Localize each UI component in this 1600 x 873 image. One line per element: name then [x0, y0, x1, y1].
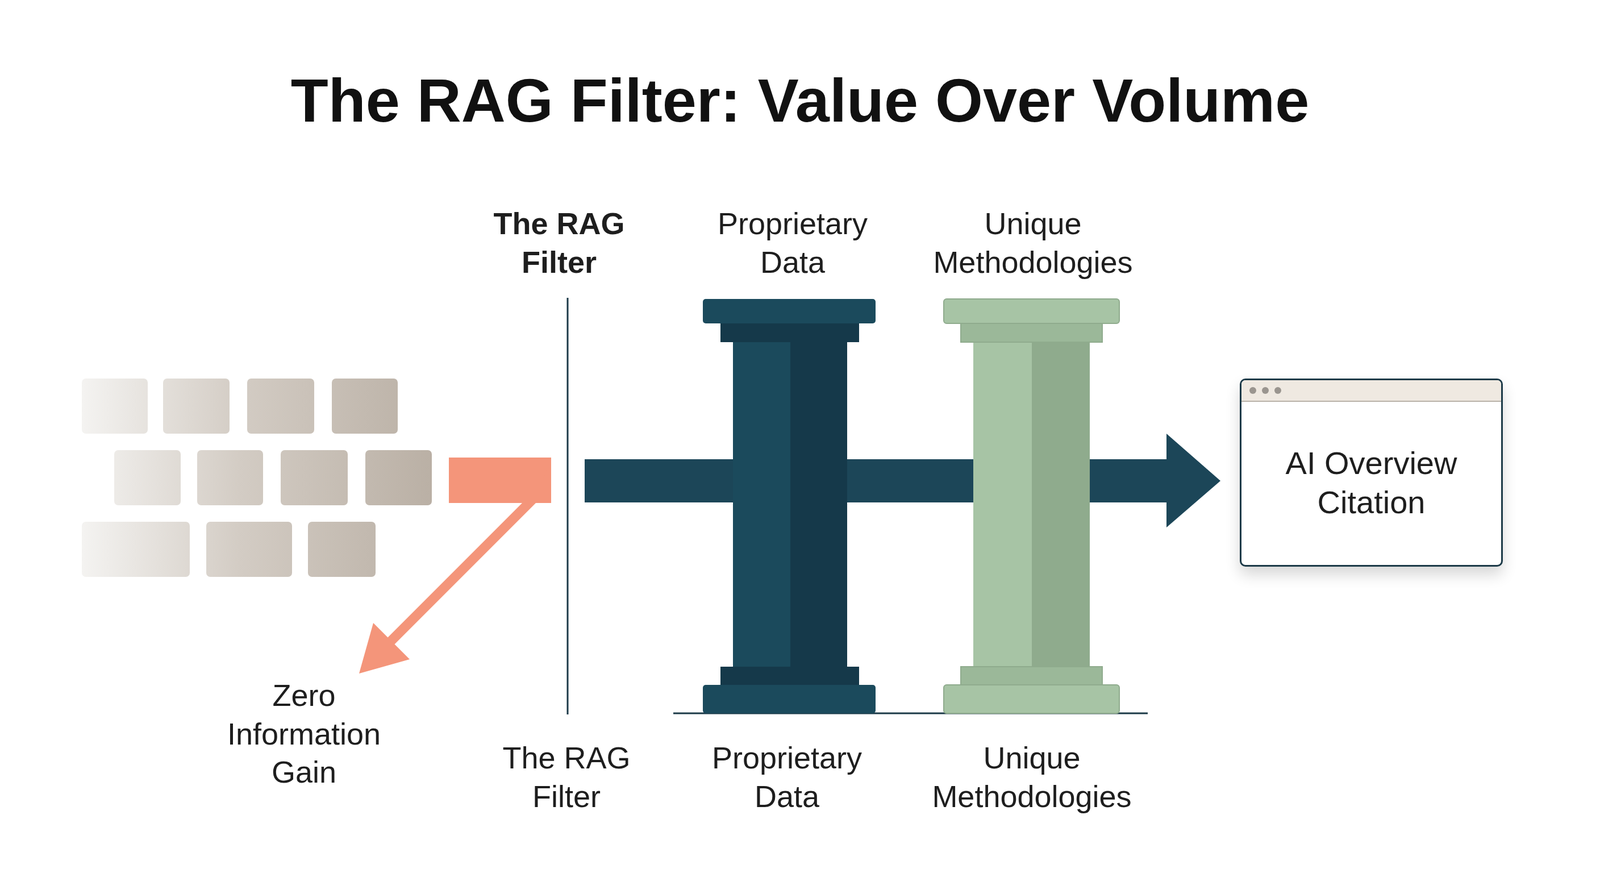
methodology-pillar — [943, 298, 1120, 714]
stage-label: Unique Methodologies — [912, 738, 1152, 816]
stage-label: Proprietary Data — [690, 738, 884, 816]
proprietary-pillar — [702, 298, 876, 714]
window-dot — [1274, 386, 1282, 394]
stage-label: The RAG Filter — [484, 738, 649, 816]
pass-arrow — [584, 433, 1221, 528]
stage-label: The RAG Filter — [476, 204, 642, 282]
rejection-label: Zero Information Gain — [210, 676, 398, 792]
window-dot — [1261, 386, 1269, 394]
rejection-arrow — [359, 457, 552, 674]
filter-line — [567, 297, 569, 715]
stage-label: Proprietary Data — [696, 204, 890, 282]
node-text: AI Overview Citation — [1241, 443, 1502, 522]
brick-wall — [81, 378, 432, 577]
node-body: AI Overview Citation — [1241, 400, 1502, 565]
window-title-bar — [1241, 380, 1502, 402]
stage-label: Unique Methodologies — [913, 204, 1153, 282]
browser-window-box: AI Overview Citation — [1239, 378, 1503, 567]
window-dot — [1249, 386, 1257, 394]
diagram-title: The RAG Filter: Value Over Volume — [0, 65, 1600, 136]
